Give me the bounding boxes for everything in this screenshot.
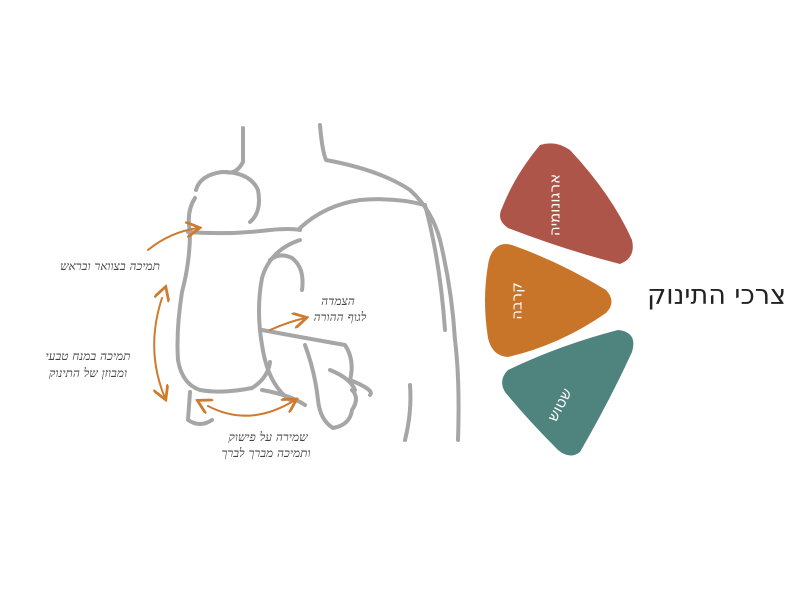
- adjust-arrow: [269, 318, 305, 331]
- back-support-label-line2: ומבוזן של התינוק: [49, 366, 127, 380]
- back-support-label-line1: תמיכה במנח טבעי: [46, 349, 131, 363]
- needs-segments: ארגונומיה קרבה שטוש: [485, 143, 634, 456]
- segment-label-closeness: קרבה: [508, 282, 526, 320]
- hips-label-line2: ותמיכה מברך לברך: [221, 446, 310, 460]
- hips-arrow: [208, 400, 295, 417]
- adjust-label-line2: לגוף ההורה: [314, 310, 367, 324]
- back-arrow: [154, 298, 165, 398]
- neck-arrow: [147, 228, 198, 251]
- neck-support-label: תמיכה בצוואר ובראש: [60, 259, 160, 273]
- hips-label-line1: שמירה על פישוק: [228, 430, 308, 444]
- segment-shtush: [502, 330, 634, 456]
- diagram-title: צרכי התינוק: [647, 280, 786, 311]
- segment-label-ergonomics: ארגונומיה: [546, 174, 564, 236]
- parent-carrier-illustration: [175, 123, 461, 442]
- adjust-label-line1: הצמדה: [321, 294, 355, 308]
- annotation-arrows: [147, 228, 305, 417]
- segment-closeness: [485, 244, 612, 357]
- segment-ergonomics: [500, 143, 633, 264]
